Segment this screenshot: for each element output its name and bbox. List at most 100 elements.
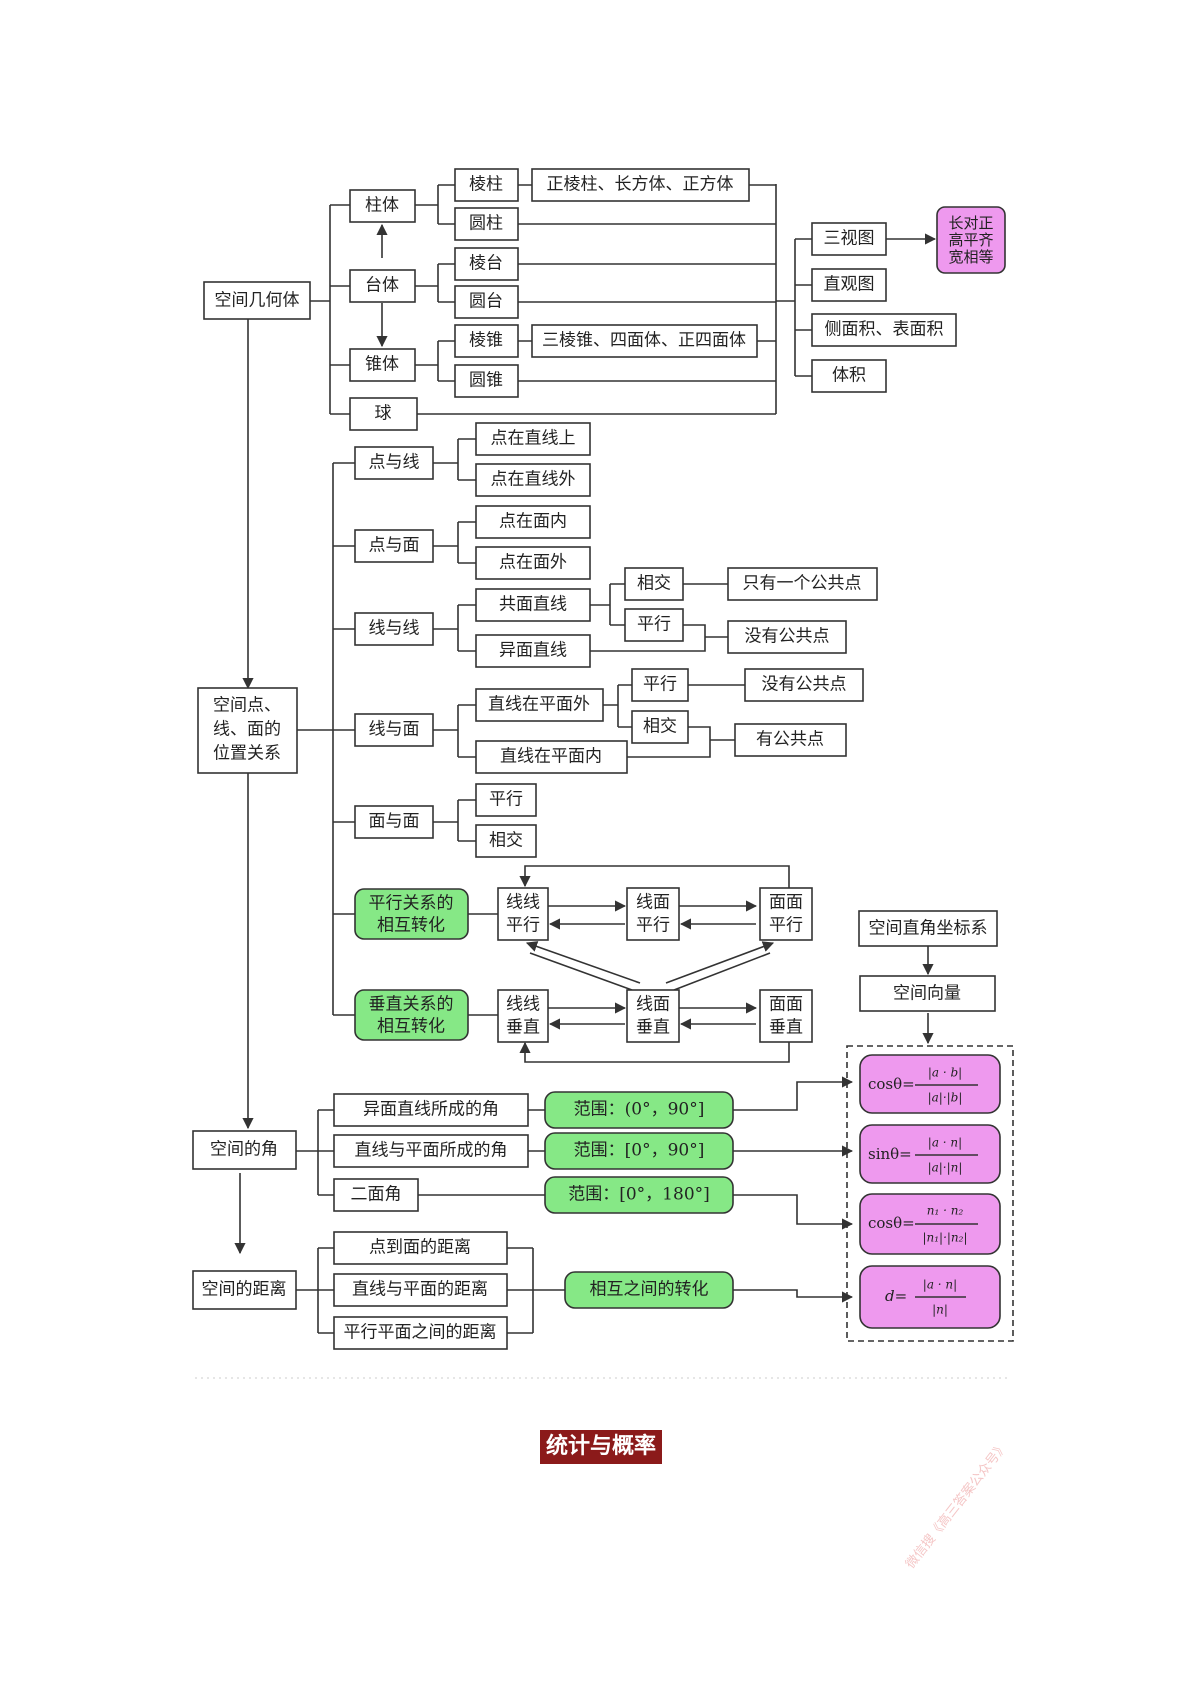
svg-text:|a|·|b|: |a|·|b| [928,1091,963,1105]
node-one-common-point: 只有一个公共点 [727,567,878,601]
node-skew-angle: 异面直线所成的角 [333,1093,529,1127]
node-dist-parallel-planes: 平行平面之间的距离 [333,1316,508,1350]
svg-text:线与线: 线与线 [369,619,420,639]
svg-text:宽相等: 宽相等 [948,248,993,266]
node-line-plane: 线与面 [354,713,434,747]
svg-text:平行平面之间的距离: 平行平面之间的距离 [344,1323,497,1343]
svg-text:空间的距离: 空间的距离 [202,1280,287,1300]
svg-text:|n|: |n| [932,1303,948,1317]
svg-text:范围：(0°，90°]: 范围：(0°，90°] [574,1100,705,1120]
formula-cos-dihedral: cosθ= n₁ · n₂ |n₁|·|n₂| [859,1193,1001,1255]
svg-text:|a · b|: |a · b| [928,1066,962,1080]
svg-text:点在直线外: 点在直线外 [491,470,576,490]
node-pp-intersect: 相交 [475,824,537,858]
svg-text:台体: 台体 [365,276,399,296]
svg-text:点在面内: 点在面内 [499,512,567,532]
node-point-off-line: 点在直线外 [475,463,591,497]
node-line-line: 线与线 [354,612,434,646]
svg-text:没有公共点: 没有公共点 [745,627,830,647]
svg-text:n₁ · n₂: n₁ · n₂ [927,1204,964,1218]
svg-text:|a|·|n|: |a|·|n| [928,1161,963,1175]
svg-text:侧面积、表面积: 侧面积、表面积 [825,320,944,340]
svg-text:线、面的: 线、面的 [213,720,281,740]
node-ll-no-common-point: 没有公共点 [727,620,847,654]
node-three-views: 三视图 [811,222,887,256]
node-coord-system: 空间直角坐标系 [858,910,998,947]
svg-text:面面: 面面 [769,893,803,913]
node-solid: 空间几何体 [203,281,311,320]
svg-text:平行: 平行 [643,675,677,695]
svg-text:棱台: 棱台 [469,254,503,274]
node-coplanar: 共面直线 [475,588,591,622]
node-pyramid: 棱锥 [454,324,519,358]
node-plane-plane: 面与面 [354,805,434,839]
svg-text:正棱柱、长方体、正方体: 正棱柱、长方体、正方体 [547,175,734,195]
svg-text:面面: 面面 [769,995,803,1015]
svg-text:空间的角: 空间的角 [210,1140,278,1160]
svg-text:圆锥: 圆锥 [469,371,503,391]
svg-text:球: 球 [375,404,392,424]
node-ll-parallel: 平行 [624,608,684,642]
svg-text:相互之间的转化: 相互之间的转化 [590,1280,709,1300]
node-sphere: 球 [349,397,418,431]
svg-text:直线在平面内: 直线在平面内 [500,747,602,767]
svg-text:直观图: 直观图 [824,275,875,295]
svg-text:三棱锥、四面体、正四面体: 三棱锥、四面体、正四面体 [542,331,746,351]
node-lp-intersect: 相交 [631,710,689,744]
svg-text:平行: 平行 [506,916,540,936]
svg-text:空间向量: 空间向量 [893,984,961,1004]
node-point-off-plane: 点在面外 [475,546,591,580]
node-line-in-plane: 直线在平面内 [475,740,628,774]
svg-text:|a · n|: |a · n| [928,1136,962,1150]
node-intuitive-view: 直观图 [811,268,887,302]
node-dist-line-plane: 直线与平面的距离 [333,1273,508,1307]
node-has-common-points: 有公共点 [734,723,847,757]
node-space-vector: 空间向量 [859,975,996,1012]
svg-text:平行: 平行 [489,790,523,810]
node-frustum-prism: 棱台 [454,247,519,281]
node-point-line: 点与线 [354,446,434,480]
node-lp-perp: 线面 垂直 [626,989,680,1043]
connector-lines [195,184,1014,1379]
svg-text:异面直线所成的角: 异面直线所成的角 [363,1100,499,1120]
svg-text:锥体: 锥体 [365,355,399,375]
node-pp-perp: 面面 垂直 [759,989,813,1043]
svg-text:平行: 平行 [636,916,670,936]
node-volume: 体积 [811,359,887,393]
formula-cos-skew: cosθ= |a · b| |a|·|b| [859,1054,1001,1114]
node-dihedral: 二面角 [333,1178,419,1212]
formula-distance: d= |a · n| |n| [859,1265,1001,1329]
svg-text:位置关系: 位置关系 [213,744,281,764]
svg-text:直线与平面所成的角: 直线与平面所成的角 [355,1141,508,1161]
node-range1: 范围：(0°，90°] [544,1091,734,1129]
node-point-plane: 点与面 [354,529,434,563]
svg-text:sinθ=: sinθ= [868,1145,912,1163]
svg-text:相交: 相交 [643,717,677,737]
svg-text:三视图: 三视图 [824,229,875,249]
node-prism-examples: 正棱柱、长方体、正方体 [531,168,750,202]
svg-text:线线: 线线 [506,893,540,913]
node-angles: 空间的角 [192,1130,297,1170]
node-lp-parallel-2: 线面 平行 [626,887,680,941]
svg-text:直线在平面外: 直线在平面外 [488,695,590,715]
svg-text:高平齐: 高平齐 [948,231,993,249]
svg-text:点在直线上: 点在直线上 [491,429,576,449]
svg-text:空间点、: 空间点、 [213,696,281,716]
svg-text:范围：[0°，180°]: 范围：[0°，180°] [568,1185,710,1205]
node-cone: 圆锥 [454,364,519,398]
node-dist-point-plane: 点到面的距离 [333,1231,508,1265]
svg-text:点与线: 点与线 [369,453,420,473]
node-perp-transform: 垂直关系的 相互转化 [354,989,469,1041]
svg-text:平行: 平行 [637,615,671,635]
node-parallel-transform: 平行关系的 相互转化 [354,888,469,940]
svg-text:异面直线: 异面直线 [499,641,567,661]
svg-text:体积: 体积 [832,366,866,386]
node-pp-parallel-2: 面面 平行 [759,887,813,941]
svg-text:范围：[0°，90°]: 范围：[0°，90°] [574,1141,705,1161]
label-solid: 空间几何体 [215,291,300,311]
node-pyramid-examples: 三棱锥、四面体、正四面体 [531,324,758,358]
node-range2: 范围：[0°，90°] [544,1132,734,1170]
svg-text:只有一个公共点: 只有一个公共点 [743,574,862,594]
node-frustum-group: 台体 [349,269,416,303]
node-pp-parallel: 平行 [475,783,537,817]
